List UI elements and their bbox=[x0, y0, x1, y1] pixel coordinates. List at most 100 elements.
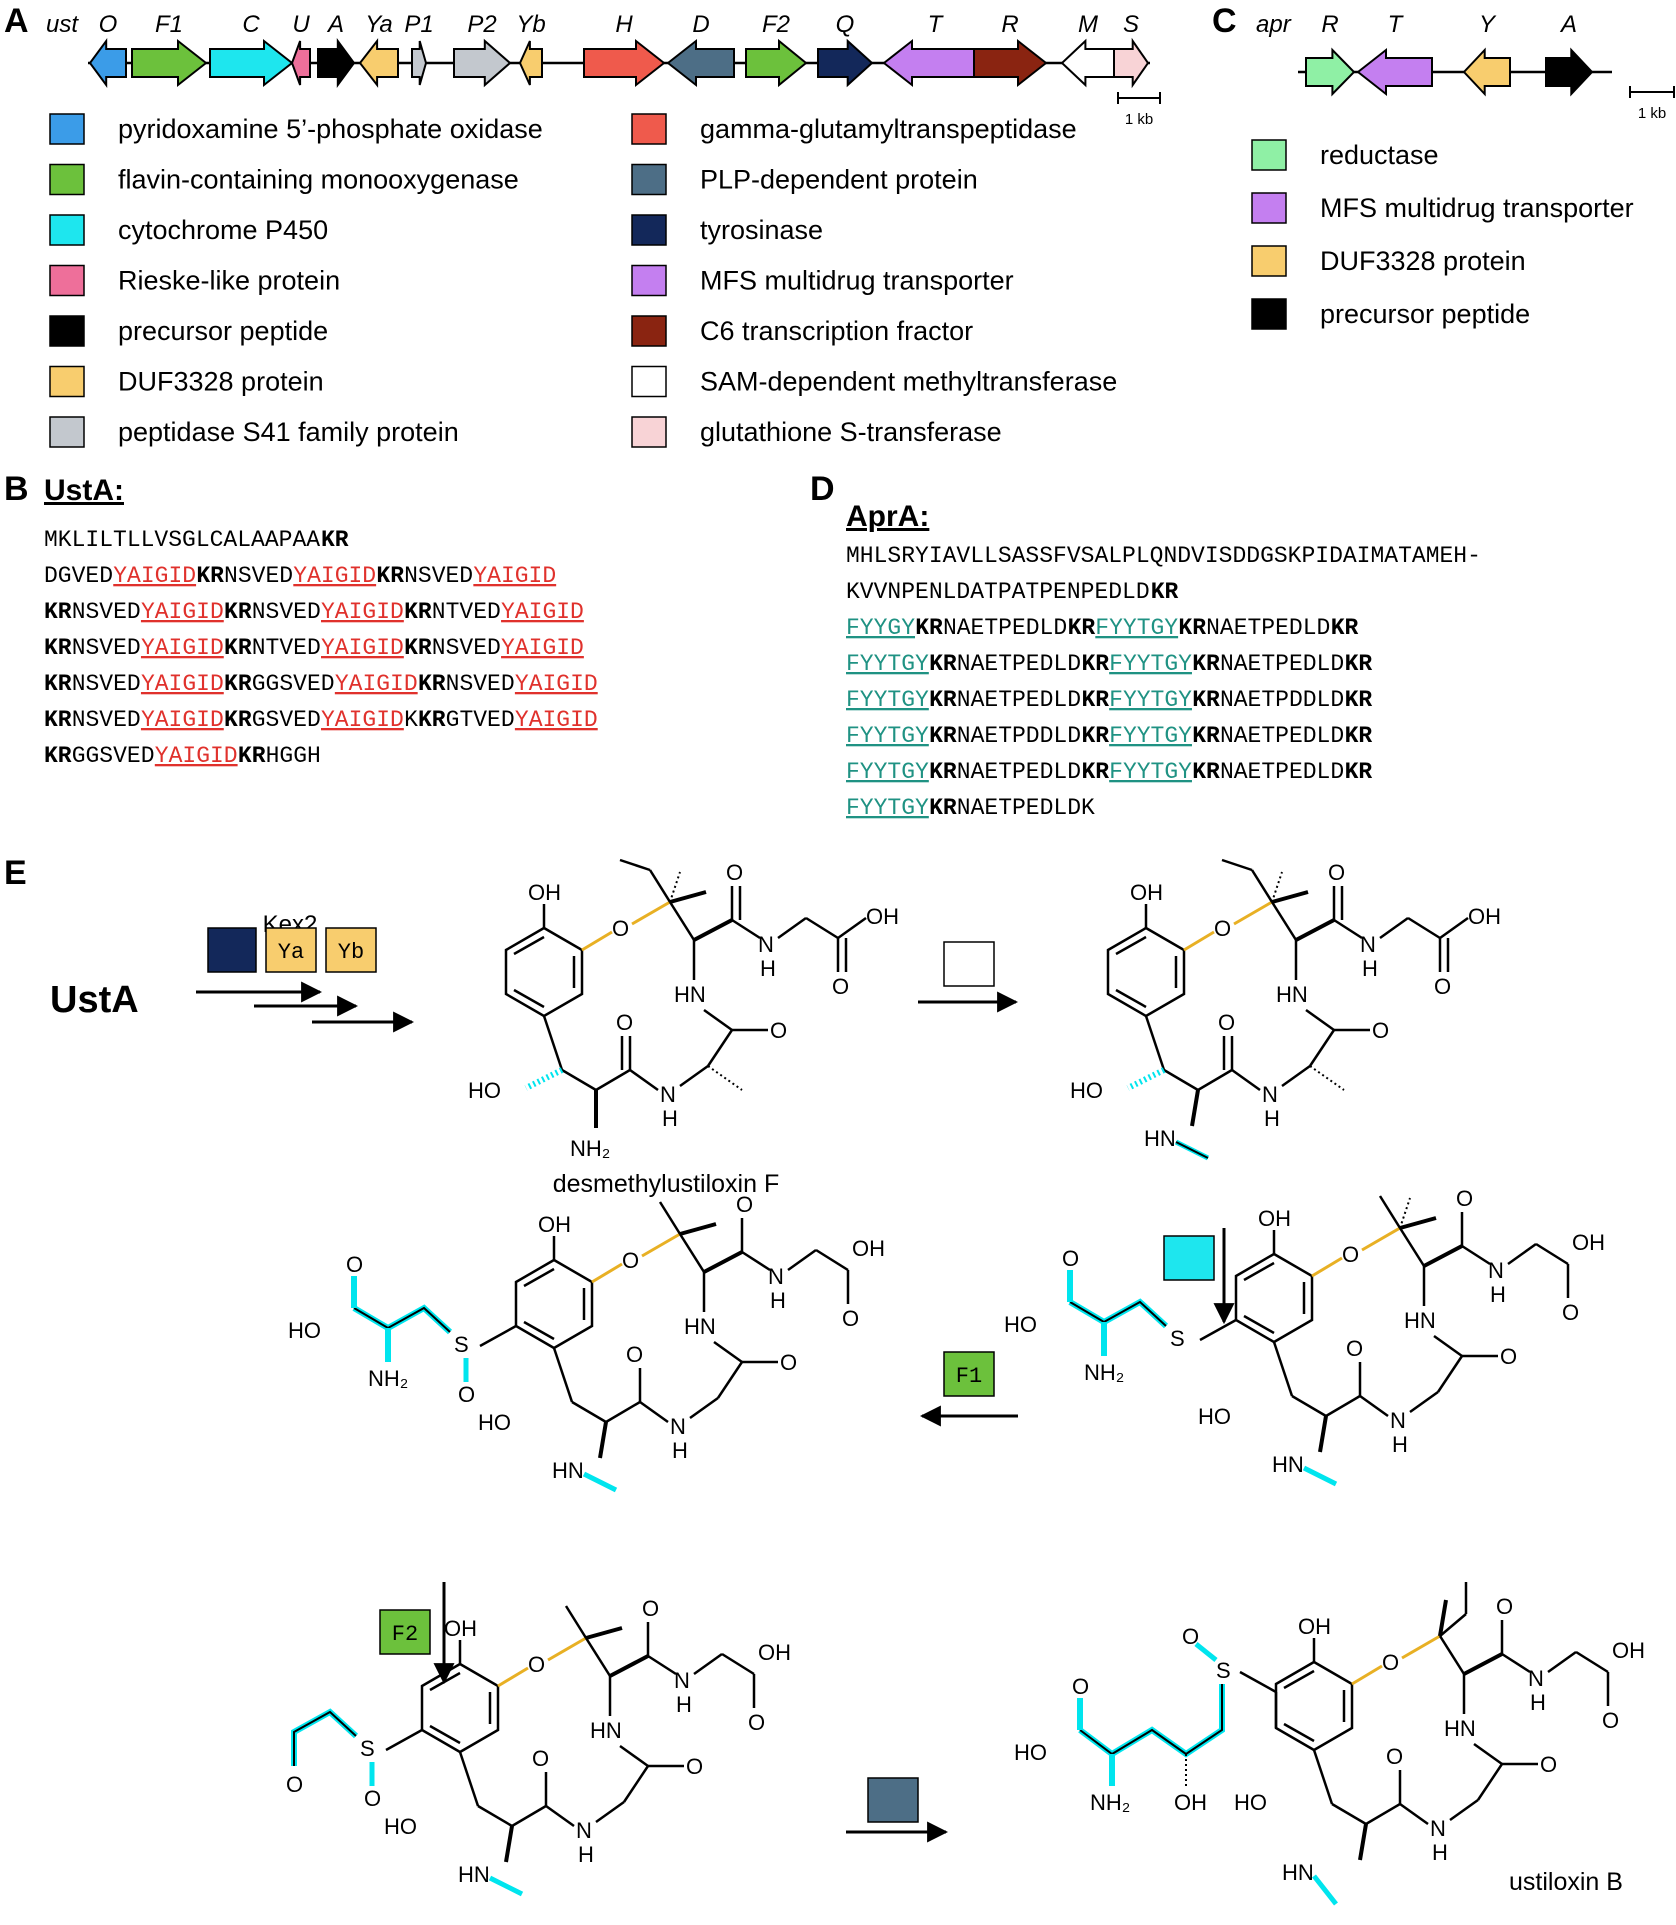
svg-text:N: N bbox=[660, 1082, 676, 1107]
svg-text:O: O bbox=[1214, 916, 1231, 941]
methyltransferase-box bbox=[943, 941, 995, 987]
ya-box-label: Ya bbox=[278, 940, 304, 965]
svg-text:HO: HO bbox=[384, 1814, 417, 1839]
usta-seg-6-2: YAIGID bbox=[155, 743, 238, 769]
legend-a-swatch-8 bbox=[631, 163, 667, 196]
mol3-sulfur: S bbox=[1170, 1326, 1185, 1351]
apra-seg-4-0: FYYTGY bbox=[846, 687, 929, 713]
svg-text:OH: OH bbox=[444, 1616, 477, 1641]
legend-a-swatch-11 bbox=[631, 315, 667, 347]
molecule-ustiloxin-b: OH O O N H OH O HN O N H O HN bbox=[1014, 1582, 1645, 1906]
legend-a-label-8: PLP-dependent protein bbox=[700, 165, 978, 195]
ust-gene-label-o: O bbox=[99, 11, 118, 38]
apra-seg-6-7: KR bbox=[1345, 759, 1373, 785]
svg-text:O: O bbox=[1346, 1336, 1363, 1361]
mol4-sulfur: S bbox=[454, 1332, 469, 1357]
mol1-amine: NH₂ bbox=[570, 1136, 610, 1161]
svg-text:OH: OH bbox=[1298, 1614, 1331, 1639]
usta-seg-3-8: YAIGID bbox=[501, 635, 584, 661]
apra-seg-6-3: KR bbox=[1081, 759, 1109, 785]
apra-seg-4-1: KR bbox=[929, 687, 957, 713]
panel-letter-c: C bbox=[1212, 2, 1237, 40]
usta-seg-6-1: GGSVED bbox=[72, 743, 155, 769]
svg-text:O: O bbox=[626, 1342, 643, 1367]
legend-c-swatch-0 bbox=[1251, 139, 1287, 171]
svg-text:OH: OH bbox=[1612, 1638, 1645, 1663]
apra-seg-6-5: KR bbox=[1192, 759, 1220, 785]
ust-gene-label-s: S bbox=[1123, 11, 1139, 38]
usta-seg-4-8: YAIGID bbox=[515, 671, 598, 697]
apra-seg-2-1: KR bbox=[915, 615, 943, 641]
usta-start-label: UstA bbox=[50, 979, 139, 1021]
legend-a-swatch-3 bbox=[49, 264, 85, 297]
usta-seg-2-0: KR bbox=[44, 599, 72, 625]
usta-seg-3-2: YAIGID bbox=[141, 635, 224, 661]
legend-c-label-0: reductase bbox=[1320, 140, 1439, 170]
ust-gene-label-m: M bbox=[1078, 11, 1098, 38]
mol1-hydroxyl: OH bbox=[528, 880, 561, 905]
svg-text:HO: HO bbox=[1014, 1740, 1047, 1765]
svg-text:O: O bbox=[1386, 1744, 1403, 1769]
legend-c-swatch-3 bbox=[1251, 298, 1287, 330]
apra-sequence: MHLSRYIAVLLSASSFVSALPLQNDVISDDGSKPIDAIMA… bbox=[846, 543, 1481, 821]
svg-text:O: O bbox=[1382, 1650, 1399, 1675]
legend-a-swatch-13 bbox=[631, 416, 667, 448]
usta-seg-1-1: YAIGID bbox=[113, 563, 196, 589]
usta-seg-2-4: NSVED bbox=[252, 599, 321, 625]
apra-seg-2-6: NAETPEDLD bbox=[1206, 615, 1330, 641]
legend-a-swatch-0 bbox=[49, 113, 85, 145]
apra-seg-1-0: KVVNPENLDATPATPENPEDLD bbox=[846, 579, 1150, 605]
svg-text:O: O bbox=[1434, 974, 1451, 999]
svg-text:O: O bbox=[736, 1192, 753, 1217]
ya-box bbox=[265, 927, 317, 973]
svg-text:H: H bbox=[676, 1692, 692, 1717]
apra-seg-0-0: MHLSRYIAVLLSASSFVSALPLQNDVISDDGSKPIDAIMA… bbox=[846, 543, 1481, 569]
apra-seg-6-0: FYYTGY bbox=[846, 759, 929, 785]
apra-seg-5-7: KR bbox=[1345, 723, 1373, 749]
legend-a-label-6: peptidase S41 family protein bbox=[118, 417, 459, 447]
apra-seg-5-0: FYYTGY bbox=[846, 723, 929, 749]
apra-seg-5-4: FYYTGY bbox=[1109, 723, 1192, 749]
apr-gene-label-t: T bbox=[1388, 11, 1405, 38]
ustiloxin-b-label: ustiloxin B bbox=[1509, 1868, 1623, 1896]
usta-seg-5-4: GSVED bbox=[252, 707, 321, 733]
usta-seg-5-9: YAIGID bbox=[515, 707, 598, 733]
usta-seg-1-4: YAIGID bbox=[293, 563, 376, 589]
svg-text:OH: OH bbox=[852, 1236, 885, 1261]
apra-seg-6-1: KR bbox=[929, 759, 957, 785]
svg-text:H: H bbox=[662, 1106, 678, 1131]
mol1-benzene-ring bbox=[504, 926, 584, 1018]
legend-a-label-9: tyrosinase bbox=[700, 215, 823, 245]
svg-text:OH: OH bbox=[758, 1640, 791, 1665]
svg-text:O: O bbox=[346, 1252, 363, 1277]
ust-gene-label-d: D bbox=[692, 11, 709, 38]
usta-seg-4-1: NSVED bbox=[72, 671, 141, 697]
f1-box-label: F1 bbox=[956, 1364, 982, 1389]
svg-text:NH₂: NH₂ bbox=[1084, 1360, 1124, 1385]
usta-seg-2-3: KR bbox=[224, 599, 252, 625]
ust-gene-arrow-yb bbox=[518, 40, 543, 86]
svg-text:O: O bbox=[686, 1754, 703, 1779]
p450-box bbox=[1163, 1235, 1215, 1281]
legend-a-swatch-10 bbox=[631, 264, 667, 297]
mol5-aldehyde-highlight bbox=[291, 1708, 359, 1766]
molecule-aldehyde: OH O O N H OH O HN O N H O HN HO bbox=[286, 1596, 791, 1897]
svg-text:O: O bbox=[780, 1350, 797, 1375]
legend-a-label-4: precursor peptide bbox=[118, 316, 328, 346]
ust-gene-label-f1: F1 bbox=[155, 11, 183, 38]
apr-gene-arrow-t bbox=[1356, 47, 1433, 97]
legend-a-label-1: flavin-containing monooxygenase bbox=[118, 165, 519, 195]
svg-text:H: H bbox=[760, 956, 776, 981]
plp-box bbox=[867, 1777, 919, 1823]
apra-seg-3-6: NAETPEDLD bbox=[1220, 651, 1344, 677]
apra-seg-4-4: FYYTGY bbox=[1109, 687, 1192, 713]
usta-seg-2-2: YAIGID bbox=[141, 599, 224, 625]
svg-text:O: O bbox=[1328, 860, 1345, 885]
svg-text:H: H bbox=[1362, 956, 1378, 981]
ust-gene-label-ya: Ya bbox=[365, 11, 393, 38]
svg-text:N: N bbox=[768, 1264, 784, 1289]
svg-text:N: N bbox=[1262, 1082, 1278, 1107]
apra-seg-3-3: KR bbox=[1081, 651, 1109, 677]
